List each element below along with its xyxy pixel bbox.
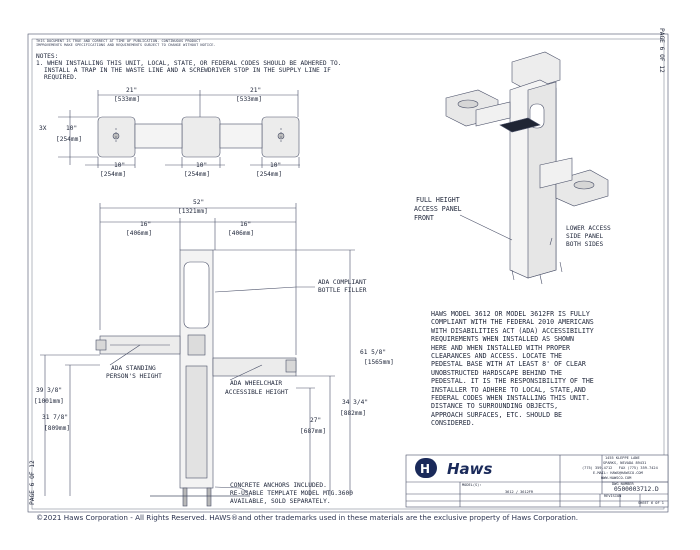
anchors-note-2: RE-USABLE TEMPLATE MODEL MTG.3600: [230, 490, 353, 497]
ada-standing-label-1: ADA STANDING: [111, 365, 156, 372]
header-disclaimer-line-2: IMPROVEMENTS MAKE SPECIFICATIONS AND REQ…: [36, 43, 216, 47]
notes-line-3: REQUIRED.: [44, 74, 78, 81]
dim-10-side-mm: [254mm]: [56, 136, 83, 143]
dim-27: 27": [310, 417, 322, 424]
lower-access-label-3: BOTH SIDES: [566, 241, 604, 248]
haws-logo: H Haws: [415, 458, 493, 478]
compliance-line: REQUIREMENTS WHEN INSTALLED AS SHOWN: [431, 335, 574, 344]
dim-16-right: 16": [240, 221, 252, 228]
dim-10-c: 10": [270, 162, 282, 169]
compliance-line: PEDESTAL BASE WITH AT LEAST 8' OF CLEAR: [431, 360, 586, 369]
page-label-top-right: PAGE 6 OF 12: [658, 28, 665, 73]
copyright-footer: ©2021 Haws Corporation - All Rights Rese…: [36, 513, 579, 522]
address-line-3: (775) 359-4712 FAX (775) 359-7424: [582, 466, 658, 470]
full-height-panel-label-3: FRONT: [414, 214, 434, 222]
dwg-number: 0500003712.D: [614, 486, 659, 493]
dim-31-mm: [809mm]: [44, 425, 71, 432]
address-line-1: 1455 KLEPPE LANE: [605, 456, 640, 460]
dim-21-left-mm: [533mm]: [114, 96, 141, 103]
ada-bottle-label-2: BOTTLE FILLER: [318, 287, 367, 294]
front-elevation-view: [40, 203, 355, 507]
isometric-view: [445, 51, 609, 285]
ada-bottle-label-1: ADA COMPLIANT: [318, 279, 367, 286]
compliance-line: CONSIDERED.: [431, 419, 475, 428]
address-line-4: E-MAIL: HAWS@HAWSCO.COM: [593, 471, 643, 475]
compliance-line: CLEARANCES AND ACCESS. LOCATE THE: [431, 352, 563, 360]
page-label-bottom-left: PAGE 6 OF 12: [29, 460, 36, 505]
lower-access-label-2: SIDE PANEL: [566, 233, 604, 240]
dwg-number-label: DWG NUMBER: [612, 482, 634, 486]
dim-34: 34 3/4": [342, 399, 369, 406]
compliance-line: HERE AND WHEN INSTALLED WITH PROPER: [431, 343, 570, 352]
revision-label: REVISION: [604, 494, 622, 498]
dim-10-a: 10": [114, 162, 126, 169]
dim-39-mm: [1001mm]: [34, 398, 64, 405]
full-height-panel-label-1: FULL HEIGHT: [416, 196, 460, 204]
dim-52-mm: [1321mm]: [178, 208, 208, 215]
compliance-line: HAWS MODEL 3612 OR MODEL 3612FR IS FULLY: [431, 310, 590, 318]
compliance-line: COMPLIANT WITH THE FEDERAL 2010 AMERICAN…: [431, 318, 594, 327]
dim-21-right-mm: [533mm]: [236, 96, 263, 103]
dim-10-b: 10": [196, 162, 208, 169]
dim-16-right-mm: [406mm]: [228, 230, 255, 237]
dim-52: 52": [193, 199, 205, 206]
dim-10-side: 10": [66, 125, 78, 132]
lower-access-label-1: LOWER ACCESS: [566, 225, 611, 232]
header-disclaimer-line-1: THIS DOCUMENT IS TRUE AND CORRECT AT TIM…: [36, 39, 201, 43]
ada-standing-label-2: PERSON'S HEIGHT: [106, 373, 162, 380]
dim-61-mm: [1565mm]: [364, 359, 394, 366]
dim-21-right: 21": [250, 87, 262, 94]
address-line-2: SPARKS, NEVADA 89431: [603, 461, 647, 465]
dim-21-left: 21": [126, 87, 138, 94]
anchors-note-1: CONCRETE ANCHORS INCLUDED.: [230, 482, 327, 489]
sheet-number: SHEET 6 OF 1: [638, 501, 664, 505]
models-value: 3612 / 3612FR: [505, 490, 534, 494]
compliance-line: INSTALLER TO ADHERE TO LOCAL, STATE,AND: [431, 385, 586, 394]
dim-16-left: 16": [140, 221, 152, 228]
dim-10-a-mm: [254mm]: [100, 171, 127, 178]
anchors-note-3: AVAILABLE, SOLD SEPARATELY.: [230, 498, 331, 505]
address-line-5: WWW.HAWSCO.COM: [601, 476, 632, 480]
dim-10-b-mm: [254mm]: [184, 171, 211, 178]
svg-text:H: H: [420, 462, 430, 476]
models-label: MODEL(S):: [462, 483, 482, 487]
compliance-line: FEDERAL CODES WHEN INSTALLING THIS UNIT.: [431, 394, 590, 402]
compliance-line: UNOBSTRUCTED HARDSCAPE BEHIND THE: [431, 368, 563, 377]
ada-wheelchair-label-1: ADA WHEELCHAIR: [230, 380, 283, 387]
dim-34-mm: [882mm]: [340, 410, 367, 417]
notes-line-1: 1. WHEN INSTALLING THIS UNIT, LOCAL, STA…: [36, 60, 342, 67]
notes-line-2: INSTALL A TRAP IN THE WASTE LINE AND A S…: [44, 67, 331, 74]
top-view-plan: [58, 90, 300, 168]
full-height-panel-label-2: ACCESS PANEL: [414, 205, 462, 213]
title-block: [405, 454, 669, 508]
compliance-line: PEDESTAL. IT IS THE RESPONSIBILITY OF TH…: [431, 377, 594, 386]
dim-16-left-mm: [406mm]: [126, 230, 153, 237]
ada-wheelchair-label-2: ACCESSIBLE HEIGHT: [225, 389, 289, 396]
compliance-line: APPROACH SURFACES, ETC. SHOULD BE: [431, 410, 563, 419]
dim-61: 61 5/8": [360, 349, 387, 356]
dim-31: 31 7/8": [42, 414, 69, 421]
haws-brand-text: Haws: [447, 460, 493, 478]
dim-3x: 3X: [39, 125, 47, 132]
dim-10-c-mm: [254mm]: [256, 171, 283, 178]
compliance-line: WITH DISABILITIES ACT (ADA) ACCESSIBILIT…: [431, 326, 594, 335]
dim-27-mm: [687mm]: [300, 428, 327, 435]
compliance-line: DISTANCE TO SURROUNDING OBJECTS,: [431, 402, 559, 411]
dim-39: 39 3/8": [36, 387, 63, 394]
notes-title: NOTES:: [36, 53, 59, 60]
